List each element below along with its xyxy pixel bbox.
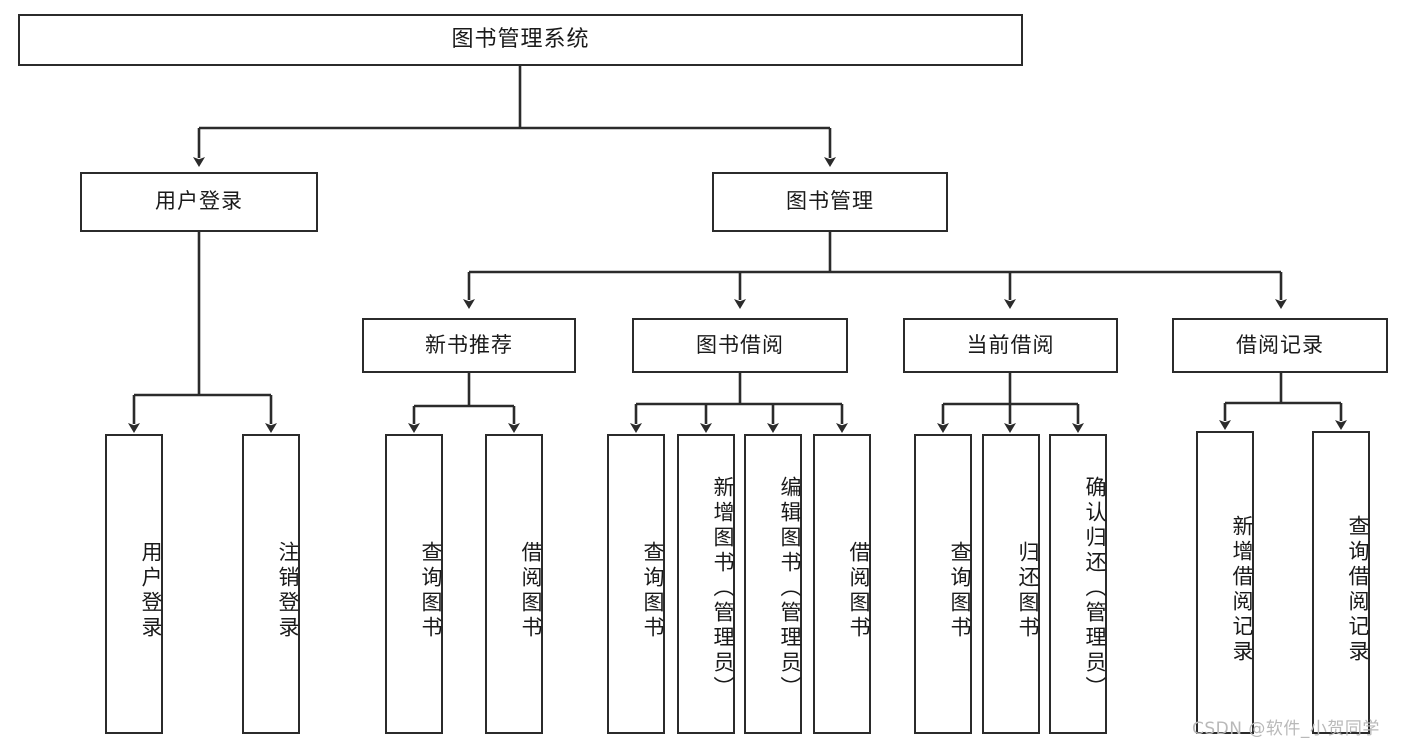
leaf-label: 新增图书（管理员） xyxy=(711,475,735,701)
leaf-new-book-borrow[interactable]: 借阅图书 xyxy=(485,434,543,734)
leaf-label: 借阅图书 xyxy=(847,541,871,641)
leaf-borrow-borrow-book[interactable]: 借阅图书 xyxy=(813,434,871,734)
leaf-user-login-logout[interactable]: 注销登录 xyxy=(242,434,300,734)
node-book-borrow[interactable]: 图书借阅 xyxy=(632,318,848,373)
leaf-borrow-add-book-admin[interactable]: 新增图书（管理员） xyxy=(677,434,735,734)
leaf-label: 查询图书 xyxy=(948,541,972,641)
node-current-borrow[interactable]: 当前借阅 xyxy=(903,318,1118,373)
leaf-current-confirm-return-admin[interactable]: 确认归还（管理员） xyxy=(1049,434,1107,734)
leaf-label: 查询借阅记录 xyxy=(1346,514,1370,665)
leaf-current-query-book[interactable]: 查询图书 xyxy=(914,434,972,734)
leaf-new-book-query[interactable]: 查询图书 xyxy=(385,434,443,734)
leaf-label: 用户登录 xyxy=(139,541,163,641)
leaf-label: 查询图书 xyxy=(419,541,443,641)
node-borrow-record[interactable]: 借阅记录 xyxy=(1172,318,1388,373)
node-user-login[interactable]: 用户登录 xyxy=(80,172,318,232)
leaf-label: 确认归还（管理员） xyxy=(1083,475,1107,701)
leaf-borrow-edit-book-admin[interactable]: 编辑图书（管理员） xyxy=(744,434,802,734)
leaf-record-query-record[interactable]: 查询借阅记录 xyxy=(1312,431,1370,734)
node-root-system[interactable]: 图书管理系统 xyxy=(18,14,1023,66)
leaf-record-add-record[interactable]: 新增借阅记录 xyxy=(1196,431,1254,734)
leaf-label: 查询图书 xyxy=(641,541,665,641)
leaf-borrow-query-book[interactable]: 查询图书 xyxy=(607,434,665,734)
leaf-label: 编辑图书（管理员） xyxy=(778,475,802,701)
leaf-label: 归还图书 xyxy=(1016,541,1040,641)
leaf-label: 新增借阅记录 xyxy=(1230,514,1254,665)
leaf-label: 注销登录 xyxy=(276,541,300,641)
leaf-label: 借阅图书 xyxy=(519,541,543,641)
csdn-watermark: CSDN @软件_小贺同学 xyxy=(1192,719,1380,739)
leaf-user-login-login[interactable]: 用户登录 xyxy=(105,434,163,734)
node-new-book-recommend[interactable]: 新书推荐 xyxy=(362,318,576,373)
node-book-management[interactable]: 图书管理 xyxy=(712,172,948,232)
leaf-current-return-book[interactable]: 归还图书 xyxy=(982,434,1040,734)
